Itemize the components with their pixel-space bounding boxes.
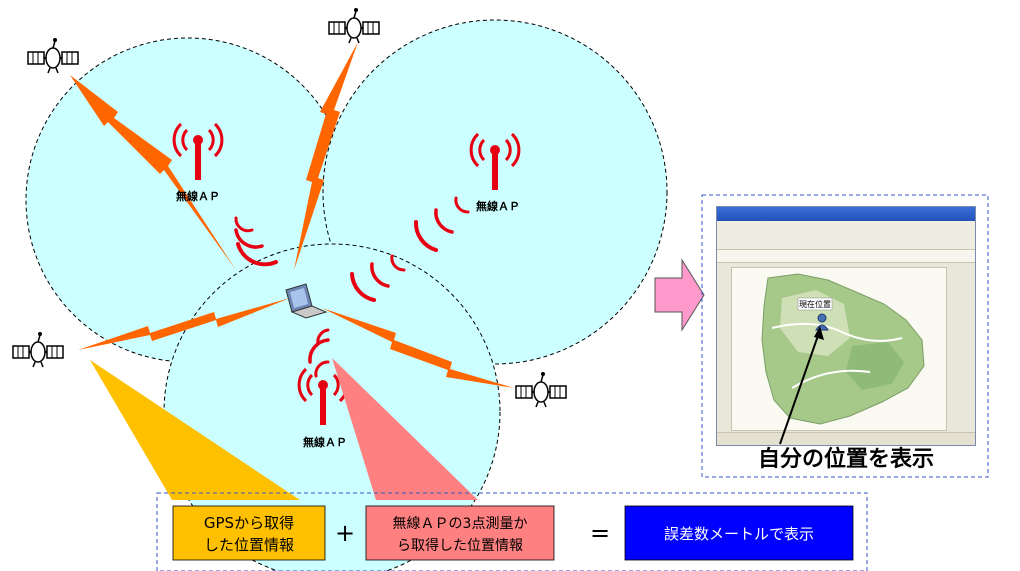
map-place-label: 現在位置 xyxy=(799,299,831,309)
signal-bolt-right xyxy=(322,308,514,388)
ap-label-bottom: 無線ＡＰ xyxy=(303,435,347,449)
gps-info-box xyxy=(172,505,326,561)
wave-arcs-top-right xyxy=(350,196,470,302)
browser-titlebar xyxy=(717,207,975,221)
equals-sign: = xyxy=(590,519,610,547)
browser-toolbar xyxy=(717,221,975,250)
ap-label-top-left: 無線ＡＰ xyxy=(176,189,220,203)
formula-frame xyxy=(156,492,868,571)
wave-arcs-bottom xyxy=(308,328,330,378)
gps-signal-bolts xyxy=(70,42,514,388)
laptop-icon xyxy=(285,283,328,319)
result-text: 誤差数メートルで表示 xyxy=(664,525,814,543)
ap-label-top-right: 無線ＡＰ xyxy=(476,199,520,213)
ap-callout-pointer xyxy=(332,358,478,500)
result-box xyxy=(624,505,854,561)
wave-arcs-top-left xyxy=(234,216,278,267)
display-caption: 自分の位置を表示 xyxy=(706,446,986,474)
ap-info-box xyxy=(365,505,555,561)
ap-info-line1: 無線ＡＰの3点測量か xyxy=(393,516,528,532)
browser-page: 現在位置 xyxy=(731,267,947,431)
result-panel-frame xyxy=(701,194,989,478)
park-map: 現在位置 xyxy=(732,268,946,430)
ap-info-line2: ら取得した位置情報 xyxy=(397,537,523,554)
right-arrow xyxy=(654,258,705,332)
signal-bolt-top-left xyxy=(70,75,236,270)
plus-sign: + xyxy=(335,519,355,547)
gps-callout-pointer xyxy=(90,360,300,500)
signal-bolt-top xyxy=(294,42,358,270)
gps-info-line1: GPSから取得 xyxy=(204,514,294,532)
browser-address-bar xyxy=(717,250,975,263)
browser-screenshot: 現在位置 xyxy=(716,206,976,446)
gps-info-line2: した位置情報 xyxy=(204,536,294,554)
signal-bolt-left xyxy=(78,298,290,350)
